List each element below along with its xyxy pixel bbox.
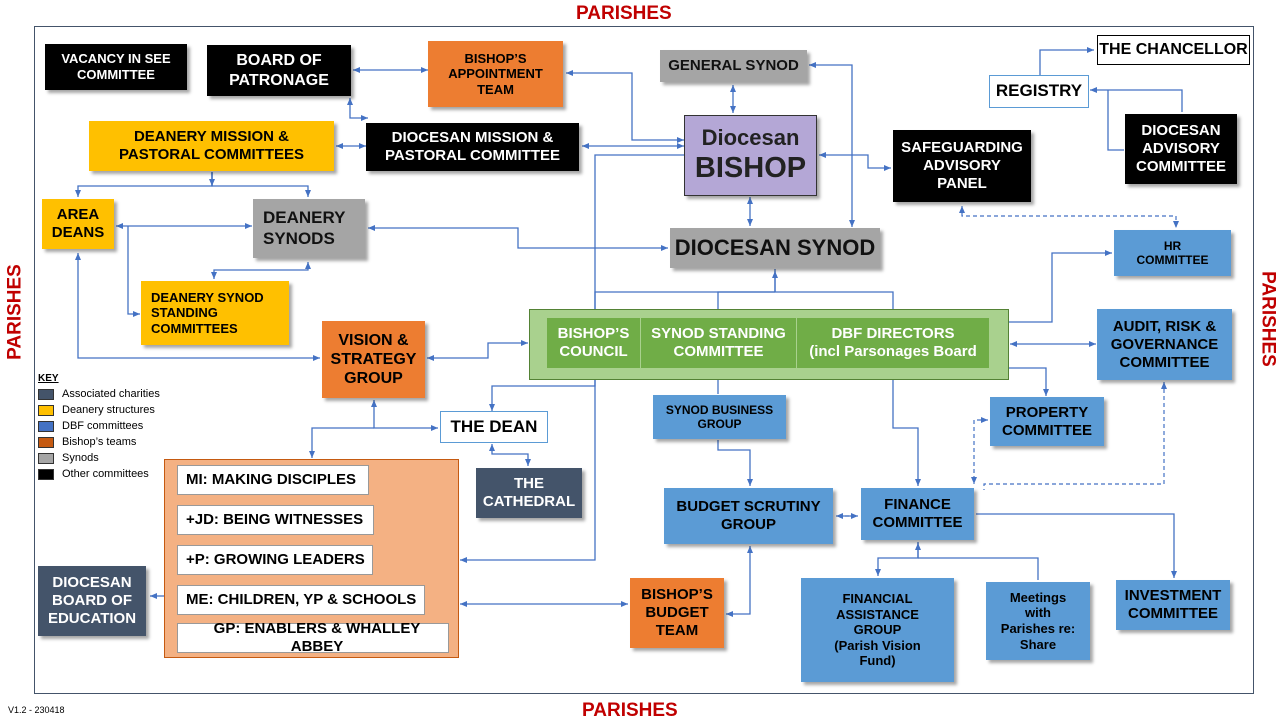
audit-risk-governance-committee[interactable]: AUDIT, RISK & GOVERNANCE COMMITTEE	[1097, 309, 1232, 380]
diocesan-synod[interactable]: DIOCESAN SYNOD	[670, 228, 880, 268]
the-dean[interactable]: THE DEAN	[440, 411, 548, 443]
legend-item: Bishop’s teams	[38, 434, 160, 450]
safeguarding-advisory-panel[interactable]: SAFEGUARDING ADVISORY PANEL	[893, 130, 1031, 202]
bishop-title-line2: BISHOP	[694, 152, 807, 185]
the-chancellor[interactable]: THE CHANCELLOR	[1097, 35, 1250, 65]
bishops-budget-team[interactable]: BISHOP’S BUDGET TEAM	[630, 578, 724, 648]
legend-label: Bishop’s teams	[62, 436, 137, 448]
synod-business-group[interactable]: SYNOD BUSINESS GROUP	[653, 395, 786, 439]
parishes-left: PARISHES	[4, 264, 26, 360]
area-deans[interactable]: AREA DEANS	[42, 199, 114, 249]
legend-swatch	[38, 420, 54, 432]
board-of-patronage[interactable]: BOARD OF PATRONAGE	[207, 45, 351, 96]
diocesan-bishop[interactable]: Diocesan BISHOP	[684, 115, 817, 196]
dbf-directors[interactable]: DBF DIRECTORS (incl Parsonages Board	[797, 318, 989, 368]
registry[interactable]: REGISTRY	[989, 75, 1089, 108]
version-label: V1.2 - 230418	[8, 705, 65, 715]
legend-swatch	[38, 452, 54, 464]
legend-swatch	[38, 468, 54, 480]
finance-committee[interactable]: FINANCE COMMITTEE	[861, 488, 974, 540]
the-cathedral[interactable]: THE CATHEDRAL	[476, 468, 582, 518]
legend-label: DBF committees	[62, 420, 144, 432]
hr-committee[interactable]: HR COMMITTEE	[1114, 230, 1231, 276]
legend-swatch	[38, 404, 54, 416]
bishop-title-line1: Diocesan	[701, 124, 800, 150]
meetings-with-parishes[interactable]: Meetings with Parishes re: Share	[986, 582, 1090, 660]
team-mi-making-disciples[interactable]: MI: MAKING DISCIPLES	[177, 465, 369, 495]
deanery-synod-standing-committees[interactable]: DEANERY SYNOD STANDING COMMITTEES	[141, 281, 289, 345]
diocesan-advisory-committee[interactable]: DIOCESAN ADVISORY COMMITTEE	[1125, 114, 1237, 184]
legend-label: Associated charities	[62, 388, 160, 400]
investment-committee[interactable]: INVESTMENT COMMITTEE	[1116, 580, 1230, 630]
legend-label: Deanery structures	[62, 404, 155, 416]
property-committee[interactable]: PROPERTY COMMITTEE	[990, 397, 1104, 446]
synod-standing-committee[interactable]: SYNOD STANDING COMMITTEE	[641, 318, 796, 368]
legend-item: Deanery structures	[38, 402, 160, 418]
parishes-right: PARISHES	[1257, 271, 1279, 367]
team-me-children-yp-schools[interactable]: ME: CHILDREN, YP & SCHOOLS	[177, 585, 425, 615]
legend-swatch	[38, 388, 54, 400]
legend-item: DBF committees	[38, 418, 160, 434]
financial-assistance-group[interactable]: FINANCIAL ASSISTANCE GROUP (Parish Visio…	[801, 578, 954, 682]
deanery-mission-pastoral-committees[interactable]: DEANERY MISSION & PASTORAL COMMITTEES	[89, 121, 334, 171]
team-gp-enablers-whalley-abbey[interactable]: GP: ENABLERS & WHALLEY ABBEY	[177, 620, 449, 655]
team-jd-being-witnesses[interactable]: +JD: BEING WITNESSES	[177, 505, 374, 535]
legend-item: Synods	[38, 450, 160, 466]
diagram-frame	[34, 26, 1254, 694]
legend-item: Other committees	[38, 466, 160, 482]
legend-label: Other committees	[62, 468, 149, 480]
team-p-growing-leaders[interactable]: +P: GROWING LEADERS	[177, 545, 373, 575]
general-synod[interactable]: GENERAL SYNOD	[660, 50, 807, 82]
legend-label: Synods	[62, 452, 99, 464]
bishops-council[interactable]: BISHOP’S COUNCIL	[547, 318, 640, 368]
diocesan-mission-pastoral-committee[interactable]: DIOCESAN MISSION & PASTORAL COMMITTEE	[366, 123, 579, 171]
legend-title: KEY	[38, 373, 59, 384]
vacancy-in-see-committee[interactable]: VACANCY IN SEE COMMITTEE	[45, 44, 187, 90]
diocesan-board-of-education[interactable]: DIOCESAN BOARD OF EDUCATION	[38, 566, 146, 636]
vision-strategy-group[interactable]: VISION & STRATEGY GROUP	[322, 321, 425, 398]
legend-swatch	[38, 436, 54, 448]
budget-scrutiny-group[interactable]: BUDGET SCRUTINY GROUP	[664, 488, 833, 544]
bishops-appointment-team[interactable]: BISHOP’S APPOINTMENT TEAM	[428, 41, 563, 107]
legend-item: Associated charities	[38, 386, 160, 402]
deanery-synods[interactable]: DEANERY SYNODS	[253, 199, 365, 258]
parishes-top: PARISHES	[576, 3, 672, 24]
legend: KEY Associated charities Deanery structu…	[38, 373, 160, 482]
parishes-bottom: PARISHES	[582, 700, 678, 721]
